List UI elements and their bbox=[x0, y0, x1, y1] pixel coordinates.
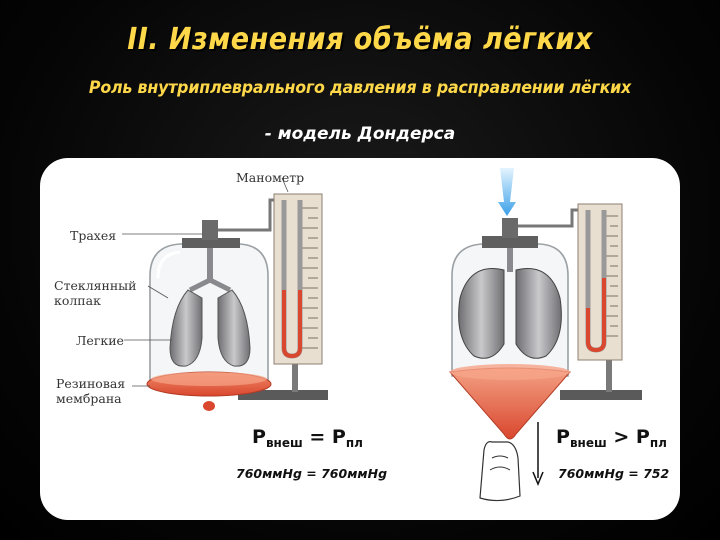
label-glass-bell: Стеклянный колпак bbox=[54, 278, 137, 308]
left-pressure-values: 760ммHg = 760ммHg bbox=[236, 466, 388, 481]
airflow-arrow-icon bbox=[498, 168, 516, 216]
right-lung-r bbox=[515, 268, 562, 359]
label-manometer: Манометр bbox=[236, 170, 305, 185]
model-caption: - модель Дондерса bbox=[264, 124, 456, 144]
right-lung-l bbox=[458, 268, 505, 359]
diagram-panel: Манометр Трахея Стеклянный колпак Легкие… bbox=[40, 158, 680, 520]
right-mercury bbox=[586, 278, 606, 353]
right-pressure-values: 760ммHg = 752 bbox=[558, 466, 670, 481]
left-pressure-equation: Pвнеш = Pпл bbox=[252, 426, 363, 450]
slide-title: II. Изменения объёма лёгких bbox=[127, 22, 593, 57]
right-apparatus bbox=[449, 168, 642, 502]
label-trachea: Трахея bbox=[70, 228, 117, 243]
slide-subtitle: Роль внутриплеврального давления в распр… bbox=[88, 78, 632, 98]
label-membrane: Резиновая мембрана bbox=[56, 376, 126, 406]
left-mercury bbox=[282, 290, 302, 359]
right-pressure-equation: Pвнеш > Pпл bbox=[556, 426, 667, 450]
left-lung-r bbox=[217, 289, 251, 367]
donders-model-illustration bbox=[122, 168, 642, 502]
left-stand-base bbox=[238, 390, 328, 400]
left-lung-l bbox=[169, 289, 203, 367]
right-manometer bbox=[577, 203, 623, 361]
left-apparatus bbox=[122, 177, 328, 411]
left-trachea-stopper bbox=[202, 220, 218, 240]
hand-icon bbox=[479, 441, 521, 502]
label-lungs: Легкие bbox=[76, 333, 124, 348]
down-arrow-icon bbox=[532, 471, 544, 486]
